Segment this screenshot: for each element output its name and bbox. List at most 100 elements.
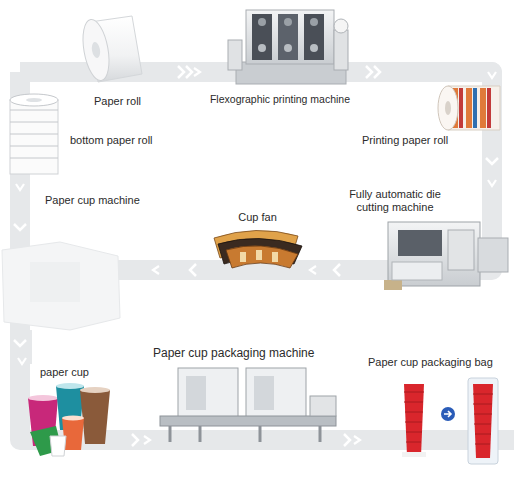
cup-fan-art <box>214 230 302 268</box>
cup-machine-node: Paper cup machine <box>3 190 153 330</box>
band-chevrons-part <box>486 158 498 164</box>
paper-roll-art <box>79 16 142 83</box>
paper-roll-art-part <box>91 41 102 58</box>
packaging-machine-node: Paper cup packaging machine <box>150 344 340 448</box>
flexo-machine-art-part <box>258 44 266 52</box>
packaging-machine-art-part <box>170 426 320 442</box>
stage-label: Cup fan <box>205 211 310 224</box>
paper-cups-art-part <box>62 416 84 421</box>
stage-label: Fully automatic die cutting machine <box>340 188 450 214</box>
packaging-bag-art-part <box>473 394 493 444</box>
bottom-roll-art-part <box>26 98 42 102</box>
packaging-machine-art-part <box>186 376 206 410</box>
paper-cups-art-part <box>56 383 84 389</box>
paper-cup-node: paper cup <box>15 364 115 458</box>
band-chevrons-part <box>366 66 380 78</box>
printed-roll-art-part <box>438 86 458 130</box>
die-cutter-art-part <box>384 280 402 290</box>
cup-fan-art-part <box>240 250 278 262</box>
cup-machine-art <box>2 242 120 330</box>
flexo-machine-art-part <box>284 18 292 26</box>
packaging-machine-art <box>160 368 336 442</box>
flexo-machine-art-part <box>278 14 298 60</box>
packaging-machine-art-part <box>310 396 336 416</box>
packaging-machine-art-part <box>254 376 274 410</box>
stage-label: Paper roll <box>70 95 165 108</box>
bottom-roll-node: bottom paper roll <box>3 95 153 175</box>
stage-label: paper cup <box>40 366 115 379</box>
die-cutter-node: Fully automatic die cutting machine <box>340 186 510 292</box>
packaging-bag-art-part <box>473 384 493 458</box>
flexo-machine-art-part <box>228 40 242 70</box>
flow-arrow <box>482 148 502 186</box>
flexo-machine-art-part <box>334 30 348 70</box>
packaging-bag-art-part <box>444 411 451 417</box>
band-chevrons-part <box>178 66 192 78</box>
stage-label: Printing paper roll <box>362 134 482 147</box>
band-upper-loop <box>20 72 492 270</box>
stage-label: Flexographic printing machine <box>200 93 360 106</box>
packaging-machine-art-part <box>246 368 306 418</box>
paper-cups-art-part <box>28 395 58 401</box>
paper-roll-node: Paper roll <box>70 12 165 108</box>
packaging-bag-art-part <box>441 407 455 421</box>
bottom-roll-art-part <box>10 110 58 158</box>
paper-cups-art-part <box>80 390 110 444</box>
die-cutter-art-part <box>448 230 474 270</box>
paper-cups-art-part <box>80 387 110 393</box>
band-chevrons-part <box>190 264 340 276</box>
flexo-machine-art-part <box>304 14 324 60</box>
cup-fan-art-part <box>226 246 298 268</box>
bottom-roll-art-part <box>10 100 58 174</box>
flexo-machine-art-part <box>334 19 348 33</box>
printed-roll-art-part <box>473 88 477 128</box>
printed-roll-art-part <box>445 101 451 115</box>
paper-cups-art <box>28 383 110 456</box>
stage-label: Paper cup packaging bag <box>368 356 508 369</box>
die-cutter-art-part <box>398 230 442 256</box>
paper-roll-art-part <box>79 17 113 82</box>
packaging-bag-art-part <box>468 378 498 464</box>
flexo-machine-art-part <box>258 18 266 26</box>
stage-label: Paper cup machine <box>45 194 155 207</box>
die-cutter-art-part <box>478 238 508 272</box>
packaging-bag-node: Paper cup packaging bag <box>360 354 508 468</box>
packaging-bag-art-part <box>404 384 424 456</box>
flow-arrow <box>153 260 205 280</box>
flexo-machine-art-part <box>246 10 334 64</box>
stage-label: Paper cup packaging machine <box>153 346 339 360</box>
die-cutter-art-part <box>392 262 442 280</box>
cup-machine-art-part <box>30 262 80 302</box>
flexo-machine-art-part <box>310 44 318 52</box>
flexo-machine-art-part <box>284 44 292 52</box>
flexo-printer-node: Flexographic printing machine <box>200 3 360 108</box>
bottom-roll-art-part <box>10 94 58 106</box>
bottom-roll-art-part-part <box>10 110 58 158</box>
flexo-machine-art <box>228 10 348 84</box>
packaging-machine-art-part <box>160 416 336 426</box>
bottom-roll-art <box>10 94 58 174</box>
cup-fan-node: Cup fan <box>205 210 310 278</box>
flow-arrow <box>10 175 30 190</box>
flow-arrow <box>115 430 150 450</box>
printed-roll-art-part <box>459 88 491 128</box>
printed-roll-node: Printing paper roll <box>360 78 515 148</box>
flow-arrow <box>165 62 200 82</box>
packaging-machine-art-part <box>178 368 238 418</box>
cup-machine-art-part <box>2 242 120 330</box>
flexo-machine-art-part <box>236 62 346 84</box>
die-cutter-art-part <box>388 222 480 286</box>
printed-roll-art <box>438 86 500 130</box>
packaging-bag-art-part <box>402 452 426 457</box>
packaging-bag-art <box>402 378 498 464</box>
packaging-bag-art-part <box>404 392 424 442</box>
die-cutter-art <box>384 222 508 290</box>
paper-cups-art-part <box>50 436 66 456</box>
flexo-machine-art-part <box>310 18 318 26</box>
flexo-machine-art-part <box>252 14 272 60</box>
flow-arrow <box>12 330 32 364</box>
band-chevrons-part <box>132 434 350 446</box>
stage-label: bottom paper roll <box>70 134 160 147</box>
